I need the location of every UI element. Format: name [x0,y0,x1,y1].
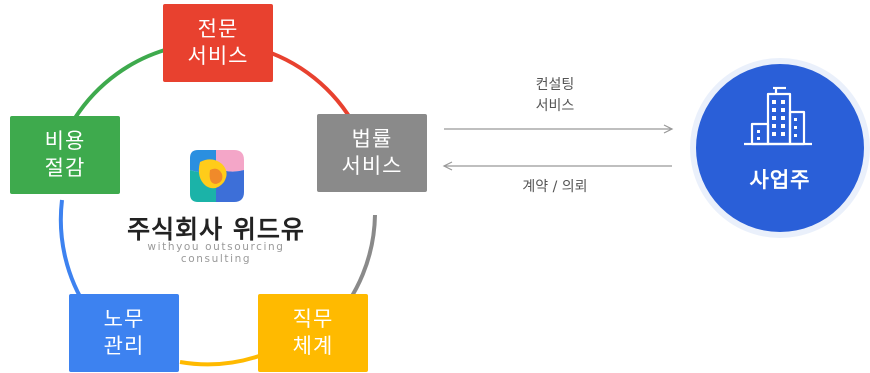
contract-request-label: 계약 / 의뢰 [522,179,588,195]
service-label-line1: 법률 [351,127,393,151]
service-box-legal: 법률 서비스 [317,114,427,192]
label-line1: 컨설팅 [535,77,575,93]
consulting-service-label: 컨설팅 서비스 [505,75,605,117]
service-box-cost-saving: 비용 절감 [10,116,120,194]
service-box-professional: 전문 서비스 [163,4,273,82]
arrow-left-icon [442,161,672,171]
service-label-line2: 관리 [103,334,145,358]
company-tagline: withyou outsourcing consulting [147,241,285,265]
client-label: 사업주 [749,168,811,192]
service-label-line1: 직무 [292,307,334,331]
service-label-line2: 체계 [292,334,334,358]
service-box-labor-management: 노무 관리 [69,294,179,372]
company-name: 주식회사 위드유 [127,215,305,244]
service-label-line2: 서비스 [187,44,249,68]
building-icon [744,86,812,146]
company-logo-icon [188,150,244,202]
ring-segment-green [73,46,173,120]
service-label-line1: 전문 [197,17,239,41]
label-line2: 서비스 [535,98,575,114]
ring-segment-yellow [179,353,263,367]
service-label-line2: 절감 [44,156,86,180]
service-label-line2: 서비스 [341,154,403,178]
service-label-line1: 노무 [103,307,145,331]
service-box-job-system: 직무 체계 [258,294,368,372]
service-label-line1: 비용 [44,129,86,153]
client-circle [696,64,864,232]
arrow-right-icon [444,124,674,134]
